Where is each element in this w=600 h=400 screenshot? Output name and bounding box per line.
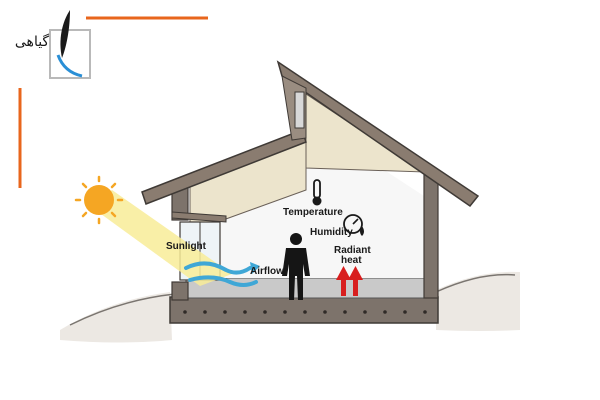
right-wall [423, 171, 439, 299]
logo-feather-icon [60, 10, 70, 58]
label-temperature: Temperature [283, 207, 343, 218]
airflow-arrowhead [250, 262, 260, 274]
foundation-dots [183, 310, 427, 314]
person-icon [282, 233, 310, 300]
logo-swoosh-icon [56, 54, 83, 78]
foundation [169, 296, 439, 324]
label-heat: heat [341, 255, 362, 266]
humidity-gauge-icon [343, 214, 364, 236]
label-sunlight: Sunlight [166, 241, 207, 252]
airflow-arrow-icon [184, 261, 258, 287]
sun-icon [74, 175, 124, 225]
ground-right [436, 271, 520, 331]
ground [60, 271, 520, 343]
logo-frame-icon [49, 29, 91, 79]
window-overhang [171, 211, 227, 223]
left-wall-lower [171, 281, 189, 301]
clerestory-window [294, 91, 305, 129]
ground-line-right [435, 273, 516, 293]
label-radiant: Radiant [334, 245, 371, 256]
roof-left [141, 129, 307, 205]
logo-text: گیاهی [15, 33, 50, 50]
label-airflow: Airflow [250, 266, 284, 277]
sunlight-beam [90, 190, 232, 286]
roof-right [276, 60, 480, 208]
thermometer-icon [312, 179, 322, 206]
label-humidity: Humidity [310, 227, 353, 238]
ground-left [60, 292, 172, 343]
ground-line [69, 293, 176, 326]
heat-arrow-icon [336, 266, 363, 296]
logo: گیاهی [15, 10, 208, 188]
